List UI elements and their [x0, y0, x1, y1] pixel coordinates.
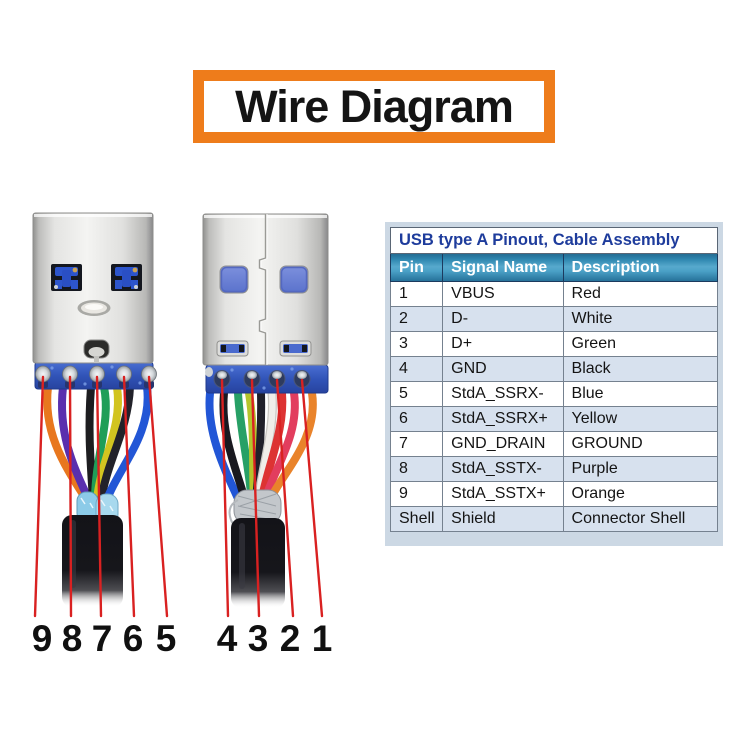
- column-header-signal-name: Signal Name: [442, 253, 564, 282]
- pin-label-8: 8: [61, 618, 83, 659]
- table-row: 4 GND Black: [389, 356, 719, 382]
- left-metal-shell: [32, 212, 154, 364]
- table-row: 1 VBUS Red: [389, 281, 719, 307]
- pin-cell: 1: [389, 281, 444, 307]
- page-title: Wire Diagram: [235, 81, 514, 132]
- right-metal-shell: [202, 213, 329, 366]
- table-row: Shell Shield Connector Shell: [389, 506, 719, 532]
- table-row: 3 D+ Green: [389, 331, 719, 357]
- left-solder-header: [34, 361, 157, 390]
- annotation-lines: [33, 375, 324, 618]
- table-caption: USB type A Pinout, Cable Assembly: [390, 227, 718, 254]
- pin-label-5: 5: [155, 618, 177, 659]
- pin-cell: 7: [389, 431, 444, 457]
- table-row: 7 GND_DRAIN GROUND: [389, 431, 719, 457]
- signal-cell: GND: [442, 356, 564, 382]
- description-cell: Yellow: [562, 406, 719, 432]
- signal-cell: StdA_SSRX+: [442, 406, 564, 432]
- pin-cell: 6: [389, 406, 444, 432]
- description-cell: GROUND: [562, 431, 719, 457]
- signal-cell: VBUS: [442, 281, 564, 307]
- pin-cell: 5: [389, 381, 444, 407]
- pin-label-2: 2: [279, 618, 301, 659]
- table-row: 6 StdA_SSRX+ Yellow: [389, 406, 719, 432]
- pinout-table: USB type A Pinout, Cable Assembly Pin Si…: [389, 227, 719, 532]
- usb-connectors-illustration: [32, 212, 329, 618]
- pinout-table-panel: USB type A Pinout, Cable Assembly Pin Si…: [385, 222, 723, 546]
- pin-cell: 9: [389, 481, 444, 507]
- left-usb-connector-illustration: [32, 212, 157, 607]
- pin-label-4: 4: [216, 618, 238, 659]
- left-contact-window: [51, 264, 82, 291]
- pin-cell: 4: [389, 356, 444, 382]
- pin-label-7: 7: [91, 618, 113, 659]
- oval-slot: [77, 300, 111, 316]
- table-row: 8 StdA_SSTX- Purple: [389, 456, 719, 482]
- right-bottom-slot: [279, 340, 312, 357]
- signal-cell: GND_DRAIN: [442, 431, 564, 457]
- pin-label-9: 9: [31, 618, 53, 659]
- table-row: 5 StdA_SSRX- Blue: [389, 381, 719, 407]
- description-cell: White: [562, 306, 719, 332]
- signal-cell: StdA_SSRX-: [442, 381, 564, 407]
- pin-label-1: 1: [311, 618, 333, 659]
- title-banner: Wire Diagram: [193, 70, 555, 143]
- right-usb-connector-illustration: [202, 213, 329, 608]
- description-cell: Green: [562, 331, 719, 357]
- pin-cell: 2: [389, 306, 444, 332]
- pin-cell: 8: [389, 456, 444, 482]
- description-cell: Purple: [562, 456, 719, 482]
- description-cell: Blue: [562, 381, 719, 407]
- table-row: 2 D- White: [389, 306, 719, 332]
- right-bottom-slot: [216, 340, 249, 357]
- pin-cell: 3: [389, 331, 444, 357]
- pin-cell: Shell: [389, 506, 444, 532]
- signal-cell: StdA_SSTX+: [442, 481, 564, 507]
- signal-cell: Shield: [442, 506, 564, 532]
- signal-cell: StdA_SSTX-: [442, 456, 564, 482]
- pin-label-3: 3: [247, 618, 269, 659]
- description-cell: Orange: [562, 481, 719, 507]
- table-row: 9 StdA_SSTX+ Orange: [389, 481, 719, 507]
- right-solder-header: [205, 364, 329, 394]
- lower-hole: [83, 339, 110, 363]
- column-header-description: Description: [562, 253, 719, 282]
- signal-cell: D+: [442, 331, 564, 357]
- table-caption-row: USB type A Pinout, Cable Assembly: [390, 227, 718, 254]
- description-cell: Black: [562, 356, 719, 382]
- description-cell: Connector Shell: [562, 506, 719, 532]
- signal-cell: D-: [442, 306, 564, 332]
- description-cell: Red: [562, 281, 719, 307]
- right-contact-window: [279, 265, 309, 294]
- table-header-row: Pin Signal Name Description: [389, 253, 719, 282]
- left-contact-window: [111, 264, 142, 291]
- column-header-pin: Pin: [389, 253, 444, 282]
- pin-label-6: 6: [122, 618, 144, 659]
- left-wires: [43, 383, 152, 506]
- right-contact-window: [219, 265, 249, 294]
